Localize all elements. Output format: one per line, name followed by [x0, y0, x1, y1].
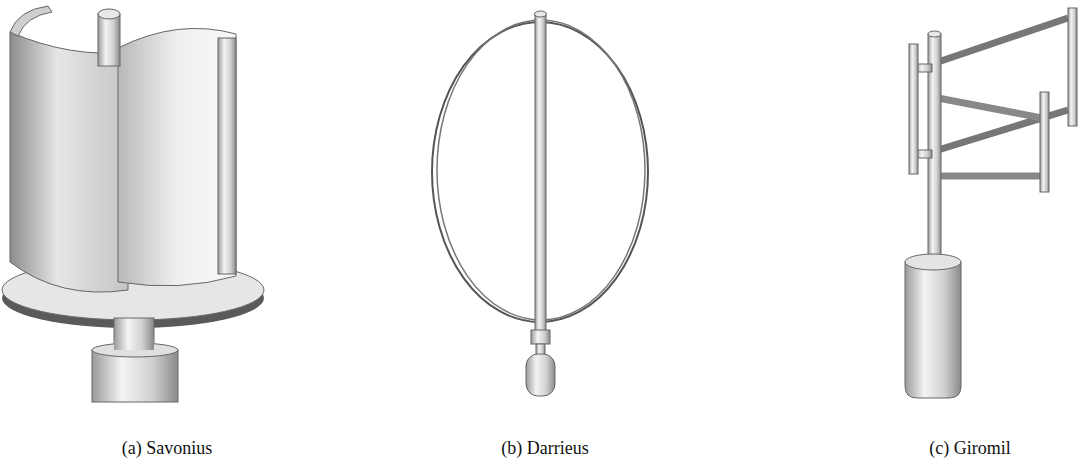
right-bucket	[118, 28, 236, 285]
drive-shaft-joint	[114, 340, 154, 350]
giromil-rotor	[905, 8, 1077, 398]
left-bucket	[10, 32, 128, 292]
tower-top	[905, 254, 961, 270]
generator	[526, 354, 555, 396]
rotor-shaft	[98, 14, 120, 66]
darrieus-rotor	[432, 11, 648, 396]
generator	[92, 350, 178, 402]
blade-right	[1040, 92, 1049, 192]
right-bucket-edge	[218, 38, 236, 274]
hub	[531, 330, 550, 344]
tower	[905, 262, 961, 398]
left-bucket-rim	[10, 6, 52, 36]
subfigure-caption: (b) Darrieus	[501, 438, 588, 459]
upper-arm-back	[938, 18, 1068, 62]
blade-left	[909, 44, 918, 174]
blade-back	[1068, 8, 1077, 126]
subfigure-caption: (c) Giromil	[929, 438, 1010, 459]
subfigure-caption: (a) Savonius	[122, 438, 212, 459]
drive-shaft	[114, 318, 154, 352]
lower-arm-right	[938, 173, 1042, 180]
savonius-rotor	[2, 6, 264, 402]
rotor-shaft	[535, 14, 546, 332]
shaft-cap	[535, 11, 547, 17]
shaft-cap	[928, 31, 941, 37]
shaft-cap	[98, 9, 120, 19]
upper-arm-right	[938, 98, 1042, 118]
